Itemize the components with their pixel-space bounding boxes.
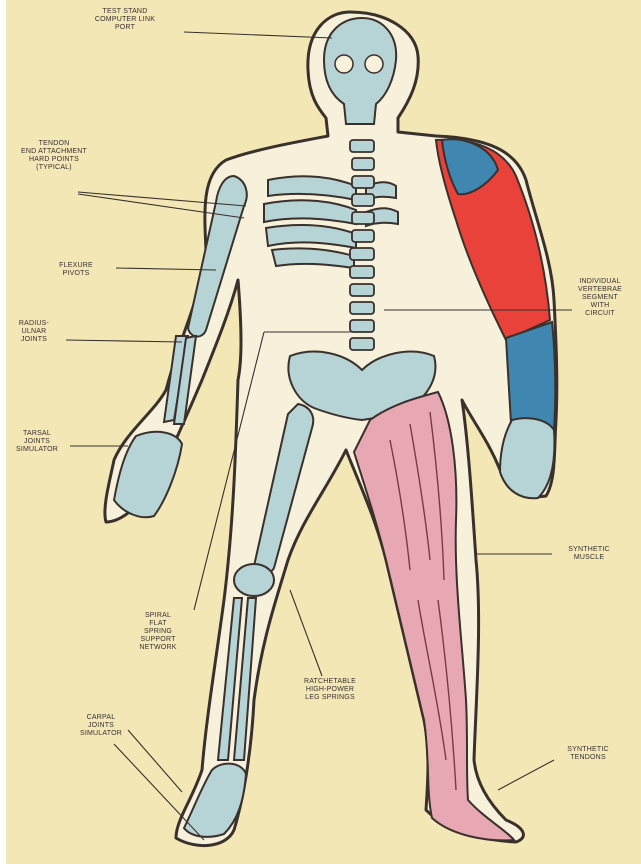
label-carpal-joints: CARPAL JOINTS SIMULATOR	[58, 714, 144, 738]
label-synthetic-tendons: SYNTHETIC TENDONS	[548, 746, 628, 762]
label-tendon-attachment: TENDON END ATTACHMENT HARD POINTS (TYPIC…	[6, 140, 102, 172]
label-radius-ulnar: RADIUS- ULNAR JOINTS	[4, 320, 64, 344]
label-vertebrae-segment: INDIVIDUAL VERTEBRAE SEGMENT WITH CIRCUI…	[565, 278, 635, 318]
label-head-port: TEST STAND COMPUTER LINK PORT	[70, 8, 180, 32]
label-flexure-pivots: FLEXURE PIVOTS	[40, 262, 112, 278]
label-tarsal-joints: TARSAL JOINTS SIMULATOR	[6, 430, 68, 454]
label-spiral-spring: SPIRAL FLAT SPRING SUPPORT NETWORK	[116, 612, 200, 652]
label-synthetic-muscle: SYNTHETIC MUSCLE	[548, 546, 630, 562]
label-leg-springs: RATCHETABLE HIGH-POWER LEG SPRINGS	[282, 678, 378, 702]
